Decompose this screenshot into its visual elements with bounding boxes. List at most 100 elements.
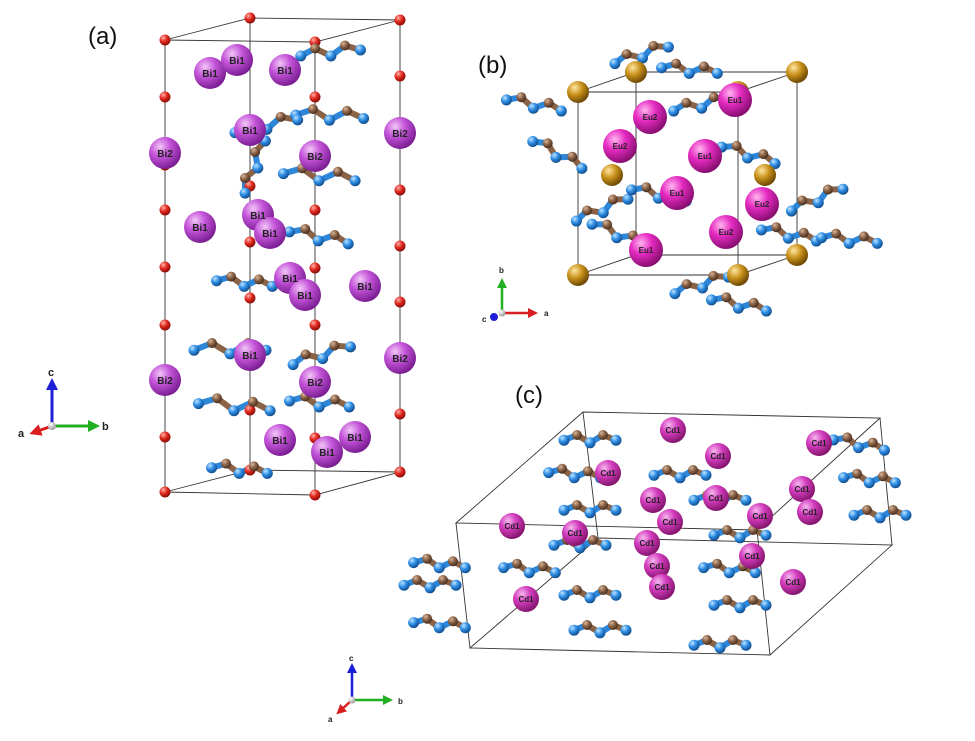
n-atom (610, 589, 622, 601)
n-atom (760, 529, 772, 541)
atom-label: Bi1 (319, 448, 335, 459)
n-atom (558, 504, 570, 516)
o-atom (159, 261, 171, 273)
panel-label-c: (c) (515, 382, 543, 409)
atom-label: Bi1 (192, 223, 208, 234)
n-atom (555, 105, 567, 117)
c-atom (712, 558, 723, 569)
atom-label: Cd1 (504, 522, 520, 531)
c-atom (607, 194, 618, 205)
au-atom (727, 264, 749, 286)
n-atom (708, 529, 720, 541)
c-atom (598, 585, 608, 595)
c-atom (543, 97, 554, 108)
n-atom (711, 67, 723, 79)
o-atom (309, 204, 321, 216)
cd-atom (660, 417, 686, 443)
n-atom (700, 469, 712, 481)
n-atom (740, 639, 752, 651)
n-atom (584, 507, 596, 519)
bi-atom (234, 339, 266, 371)
bi-atom (234, 114, 266, 146)
c-atom (447, 616, 458, 627)
n-atom (312, 235, 324, 247)
au-atom (601, 164, 623, 186)
eu-atom (745, 187, 779, 221)
atom-label: Cd1 (639, 539, 655, 548)
atom-label: Bi1 (272, 436, 288, 447)
atom-label: Eu1 (728, 96, 743, 105)
o-atom (159, 34, 171, 46)
n-atom (683, 67, 695, 79)
n-atom (668, 105, 680, 117)
n-atom (313, 401, 325, 413)
eu-atom (603, 129, 637, 163)
c-atom (516, 92, 527, 103)
cd-atom (806, 430, 832, 456)
o-atom (394, 184, 406, 196)
atom-label: Eu2 (719, 228, 734, 237)
o-atom (394, 70, 406, 82)
cd-atom (780, 569, 806, 595)
c-atom (226, 271, 237, 282)
n-atom (450, 579, 462, 591)
atom-label: Bi1 (297, 291, 313, 302)
n-atom (586, 218, 598, 230)
c-atom (728, 490, 738, 500)
o-atom (159, 319, 171, 331)
c-atom (239, 173, 250, 184)
c-atom (341, 105, 352, 116)
o-atom (159, 204, 171, 216)
c-atom (877, 471, 888, 482)
n-atom (349, 175, 361, 187)
n-atom (325, 50, 337, 62)
n-atom (295, 50, 307, 62)
c-atom (310, 43, 321, 54)
c-atom (797, 195, 808, 206)
n-atom (192, 398, 204, 410)
n-atom (734, 532, 746, 544)
cd-atom (644, 553, 670, 579)
atoms-c (398, 417, 912, 654)
c-atom (567, 151, 578, 162)
b-axis-label: b (499, 266, 504, 275)
n-atom (742, 152, 754, 164)
c-atom (641, 182, 652, 193)
n-atom (837, 183, 849, 195)
axis-triad-a: b c a (18, 367, 109, 440)
o-atom (394, 296, 406, 308)
n-atom (433, 622, 445, 634)
c-atom (648, 40, 659, 51)
cd-atom (562, 520, 588, 546)
o-atom (244, 236, 256, 248)
a-axis-label: a (544, 309, 549, 318)
cd-atom (634, 530, 660, 556)
c-atom (598, 500, 608, 510)
au-atom (567, 81, 589, 103)
n-atom (848, 509, 860, 521)
n-atom (233, 467, 245, 479)
atom-label: Cd1 (744, 552, 760, 561)
c-atom (731, 140, 742, 151)
n-atom (782, 232, 794, 244)
bi-atom (149, 137, 181, 169)
n-atom (313, 175, 325, 187)
c-atom (300, 224, 311, 235)
o-atom (244, 292, 256, 304)
c-atom (572, 500, 582, 510)
n-atom (852, 442, 864, 454)
n-atom (696, 282, 708, 294)
n-atom (548, 539, 560, 551)
o-atom (394, 14, 406, 26)
bi-atom (221, 44, 253, 76)
o-atom (309, 262, 321, 274)
c-atom (329, 229, 340, 240)
o-atom (159, 486, 171, 498)
n-atom (688, 494, 700, 506)
c-atom (542, 138, 553, 149)
o-atom (244, 12, 256, 24)
n-atom (323, 114, 335, 126)
au-atom (625, 61, 647, 83)
